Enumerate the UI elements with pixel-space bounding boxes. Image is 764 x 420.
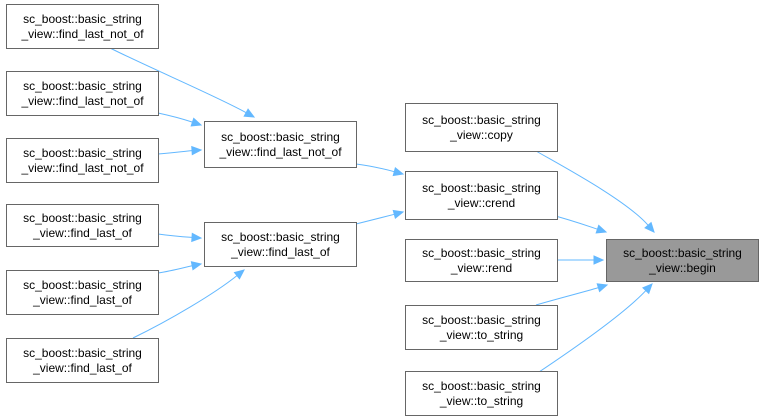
node-label-line2: _view::begin <box>648 261 716 275</box>
edge-line <box>109 47 247 114</box>
node-label-line1: sc_boost::basic_string <box>221 230 340 244</box>
node-label-line1: sc_boost::basic_string <box>422 379 541 393</box>
node-label-line2: _view::find_last_not_of <box>20 27 144 41</box>
node-label-line2: _view::find_last_of <box>32 293 132 307</box>
node-box <box>6 4 159 49</box>
node-box <box>6 270 159 315</box>
node-box <box>6 204 159 247</box>
edge-flo_3-to-flo_mid <box>132 269 245 339</box>
edge-rend-to-begin <box>557 255 605 265</box>
arrowhead <box>392 209 405 220</box>
graph-node-flno_mid[interactable]: sc_boost::basic_string_view::find_last_n… <box>204 121 357 168</box>
edge-flno_3-to-flno_mid <box>157 145 203 156</box>
arrowhead <box>593 255 605 265</box>
graph-node-to_string_2[interactable]: sc_boost::basic_string_view::to_string <box>405 371 558 416</box>
node-box <box>204 222 357 267</box>
node-label-line2: _view::find_last_of <box>32 226 132 240</box>
edge-line <box>132 275 238 339</box>
edge-line <box>355 163 395 173</box>
node-box <box>204 121 357 168</box>
arrowhead <box>392 166 405 177</box>
arrowhead <box>596 283 609 293</box>
node-label-line2: _view::to_string <box>439 394 523 408</box>
edge-flno_1-to-flno_mid <box>109 47 256 118</box>
arrowhead <box>190 117 203 127</box>
edge-line <box>157 233 193 238</box>
graph-node-flo_3[interactable]: sc_boost::basic_string_view::find_last_o… <box>6 338 159 383</box>
edge-flo_1-to-flo_mid <box>157 232 203 243</box>
node-label-line1: sc_boost::basic_string <box>422 113 541 127</box>
node-label-line1: sc_boost::basic_string <box>23 146 142 160</box>
node-box <box>405 239 558 282</box>
graph-node-flo_mid[interactable]: sc_boost::basic_string_view::find_last_o… <box>204 222 357 267</box>
node-label-line1: sc_boost::basic_string <box>221 130 340 144</box>
edge-line <box>535 287 599 306</box>
edge-line <box>157 265 193 274</box>
graph-nodes: sc_boost::basic_string_view::beginsc_boo… <box>6 4 759 416</box>
edge-flo_2-to-flo_mid <box>157 261 203 274</box>
graph-node-crend[interactable]: sc_boost::basic_string_view::crend <box>405 171 558 220</box>
node-label-line1: sc_boost::basic_string <box>422 313 541 327</box>
node-box <box>6 338 159 383</box>
node-label-line1: sc_boost::basic_string <box>23 278 142 292</box>
graph-node-flno_1[interactable]: sc_boost::basic_string_view::find_last_n… <box>6 4 159 49</box>
graph-node-flno_2[interactable]: sc_boost::basic_string_view::find_last_n… <box>6 71 159 116</box>
arrowhead <box>190 261 203 271</box>
graph-edges <box>109 47 655 375</box>
edge-line <box>535 290 647 375</box>
node-label-line1: sc_boost::basic_string <box>23 12 142 26</box>
edge-line <box>355 213 395 225</box>
node-label-line1: sc_boost::basic_string <box>422 246 541 260</box>
node-label-line1: sc_boost::basic_string <box>23 346 142 360</box>
edge-to_string_1-to-begin <box>535 283 609 306</box>
graph-node-begin[interactable]: sc_boost::basic_string_view::begin <box>606 239 759 282</box>
node-label-line2: _view::find_last_not_of <box>218 145 342 159</box>
edge-line <box>157 112 193 123</box>
node-label-line1: sc_boost::basic_string <box>23 79 142 93</box>
edge-line <box>535 150 649 226</box>
node-label-line2: _view::find_last_of <box>230 245 330 259</box>
arrowhead <box>233 269 245 280</box>
node-box <box>405 103 558 152</box>
node-box <box>405 305 558 350</box>
node-label-line1: sc_boost::basic_string <box>23 211 142 225</box>
node-label-line2: _view::to_string <box>439 328 523 342</box>
node-label-line2: _view::find_last_of <box>32 361 132 375</box>
node-box <box>405 171 558 220</box>
node-label-line2: _view::find_last_not_of <box>20 161 144 175</box>
node-box <box>405 371 558 416</box>
edge-to_string_2-to-begin <box>535 283 653 375</box>
graph-node-rend[interactable]: sc_boost::basic_string_view::rend <box>405 239 558 282</box>
node-label-line2: _view::copy <box>449 128 513 142</box>
node-label-line1: sc_boost::basic_string <box>623 246 742 260</box>
arrowhead <box>595 224 608 234</box>
edge-copy-to-begin <box>535 150 655 233</box>
node-box <box>6 71 159 116</box>
arrowhead <box>642 283 653 295</box>
graph-node-to_string_1[interactable]: sc_boost::basic_string_view::to_string <box>405 305 558 350</box>
edge-line <box>157 150 193 155</box>
node-label-line2: _view::rend <box>450 261 512 275</box>
node-box <box>6 138 159 183</box>
graph-node-flo_1[interactable]: sc_boost::basic_string_view::find_last_o… <box>6 204 159 247</box>
arrowhead <box>191 145 203 156</box>
edge-flno_mid-to-crend <box>355 163 405 177</box>
node-label-line1: sc_boost::basic_string <box>422 181 541 195</box>
graph-node-flno_3[interactable]: sc_boost::basic_string_view::find_last_n… <box>6 138 159 183</box>
arrowhead <box>644 221 655 233</box>
arrowhead <box>243 108 256 118</box>
edge-flno_2-to-flno_mid <box>157 112 203 127</box>
arrowhead <box>191 232 203 243</box>
edge-flo_mid-to-crend <box>355 209 405 225</box>
node-label-line2: _view::crend <box>447 196 515 210</box>
graph-node-flo_2[interactable]: sc_boost::basic_string_view::find_last_o… <box>6 270 159 315</box>
node-label-line2: _view::find_last_not_of <box>20 94 144 108</box>
graph-node-copy[interactable]: sc_boost::basic_string_view::copy <box>405 103 558 152</box>
node-box <box>606 239 759 282</box>
